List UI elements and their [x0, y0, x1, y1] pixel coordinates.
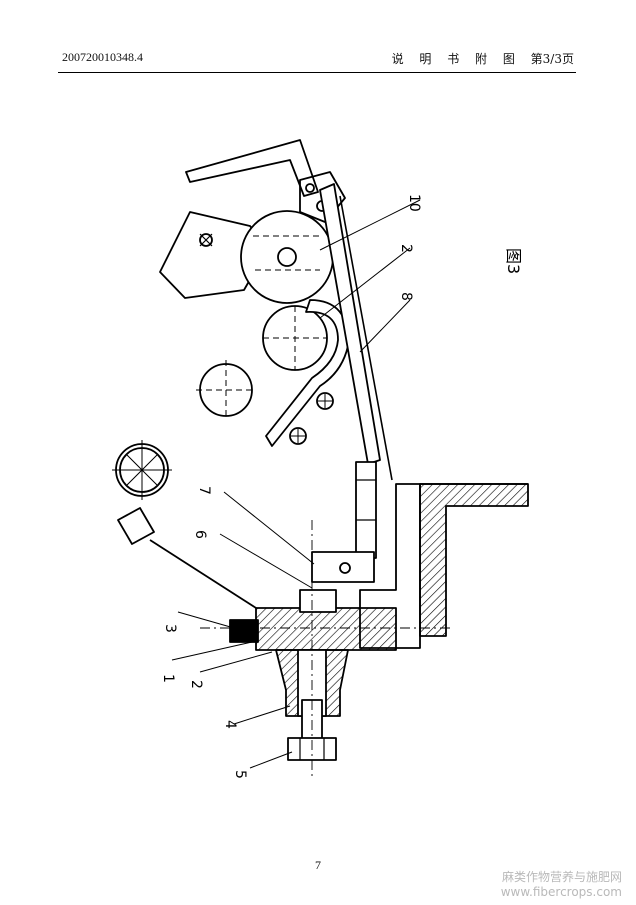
watermark-url: www.fibercrops.com — [500, 885, 622, 899]
top-frame-bar — [185, 139, 319, 197]
patent-number: 200720010348.4 — [62, 50, 143, 64]
label-1: 1 — [160, 674, 176, 683]
watermark-site-name: 麻类作物营养与施肥网 — [501, 870, 622, 884]
label-6: 6 — [192, 530, 208, 539]
label-10: 10 — [406, 194, 422, 212]
connecting-rod — [355, 461, 377, 559]
label-4: 4 — [222, 720, 238, 729]
guard-bolt — [199, 233, 213, 247]
page-heading: 说 明 书 附 图 第3/3页 — [392, 50, 574, 67]
label-2-lower: 2 — [188, 680, 204, 689]
label-5: 5 — [232, 770, 248, 779]
label-7: 7 — [196, 486, 212, 495]
roller-10-axle — [277, 247, 297, 267]
header-rule — [58, 72, 576, 73]
roller-10 — [240, 210, 334, 304]
frame-hatched — [419, 483, 529, 637]
label-8: 8 — [398, 292, 414, 301]
watermark: 麻类作物营养与施肥网 www.fibercrops.com — [501, 870, 622, 900]
label-3: 3 — [162, 624, 178, 633]
lever-arm-8 — [319, 183, 381, 465]
plate-3 — [229, 619, 259, 643]
page-reference: 第3/3页 — [530, 52, 574, 66]
figure-caption: 图3 — [504, 248, 523, 274]
guide-bolt-upper — [316, 392, 334, 410]
doc-type-label: 说 明 书 附 图 — [391, 52, 521, 66]
hub-flange — [255, 607, 397, 651]
guide-bolt-lower — [289, 427, 307, 445]
page-number: 7 — [315, 858, 321, 872]
label-2-upper: 2 — [398, 244, 414, 253]
frame-slope — [149, 539, 257, 609]
mount-block-7 — [311, 551, 375, 583]
